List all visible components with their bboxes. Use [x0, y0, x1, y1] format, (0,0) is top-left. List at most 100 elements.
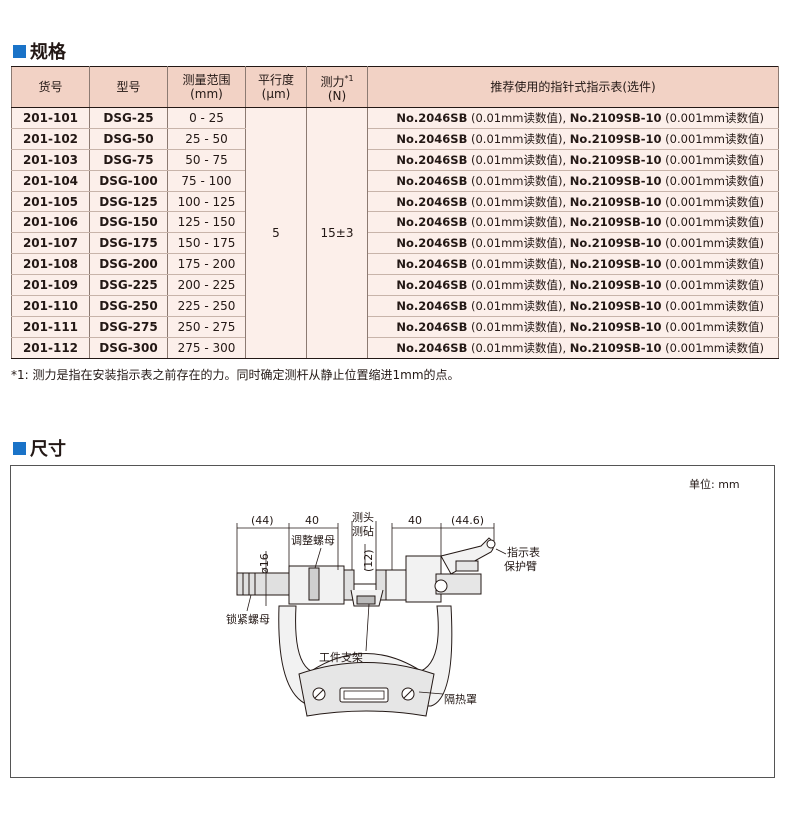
cell-range: 200 - 225 — [167, 274, 246, 297]
cell-model: DSG-50 — [89, 128, 168, 150]
header-parallel-unit: (μm) — [261, 87, 291, 101]
cell-model: DSG-150 — [89, 211, 168, 234]
cell-model: DSG-225 — [89, 274, 168, 297]
header-range-unit: (mm) — [190, 87, 223, 101]
cell-code: 201-107 — [11, 232, 90, 255]
recommended-text-part: No.2109SB-10 — [569, 194, 662, 209]
recommended-text-part: (0.01mm读数值), — [467, 257, 570, 272]
recommended-text-part: (0.001mm读数值) — [661, 319, 764, 334]
cell-code: 201-106 — [11, 211, 90, 234]
cell-recommended: No.2046SB (0.01mm读数值), No.2109SB-10 (0.0… — [367, 107, 779, 129]
header-force-sup: *1 — [344, 73, 354, 83]
header-force-label: 测力 — [320, 74, 345, 89]
dimension-drawing: 单位: mm — [10, 465, 775, 778]
cell-recommended: No.2046SB (0.01mm读数值), No.2109SB-10 (0.0… — [367, 253, 779, 276]
cell-range: 175 - 200 — [167, 253, 246, 276]
cell-code: 201-105 — [11, 191, 90, 213]
footnote: *1: 测力是指在安装指示表之前存在的力。同时确定测杆从静止位置缩进1mm的点。 — [11, 368, 460, 382]
dim-44-label: (44) — [251, 514, 274, 527]
work-stand-label: 工件支架 — [319, 651, 363, 664]
recommended-text-part: No.2046SB — [396, 257, 468, 272]
indicator-arm-label-line1: 指示表 — [507, 545, 540, 559]
recommended-text-part: No.2109SB-10 — [569, 173, 662, 188]
cell-model: DSG-300 — [89, 337, 168, 359]
cell-range: 0 - 25 — [167, 107, 246, 129]
header-range-label: 测量范围 — [182, 73, 231, 87]
cell-range: 225 - 250 — [167, 295, 246, 317]
dim-12-label: (12) — [362, 549, 375, 572]
indicator-arm-label-line2: 保护臂 — [504, 559, 537, 573]
cell-code: 201-108 — [11, 253, 90, 276]
recommended-text-part: No.2046SB — [396, 131, 468, 146]
anvil-label-line2: 测砧 — [352, 524, 374, 538]
header-model: 型号 — [89, 66, 168, 108]
recommended-text-part: No.2046SB — [396, 278, 468, 293]
header-parallel-label: 平行度 — [257, 73, 294, 87]
section-square-icon — [13, 44, 26, 58]
cell-recommended: No.2046SB (0.01mm读数值), No.2109SB-10 (0.0… — [367, 191, 779, 213]
recommended-text-part: (0.001mm读数值) — [661, 298, 764, 313]
cell-recommended: No.2046SB (0.01mm读数值), No.2109SB-10 (0.0… — [367, 128, 779, 150]
unit-label: 单位: mm — [689, 477, 740, 491]
recommended-text-part: (0.01mm读数值), — [467, 173, 570, 188]
cell-range: 150 - 175 — [167, 232, 246, 255]
cell-range: 25 - 50 — [167, 128, 246, 150]
recommended-text-part: No.2109SB-10 — [569, 110, 662, 125]
recommended-text-part: (0.001mm读数值) — [661, 110, 764, 125]
recommended-text-part: (0.01mm读数值), — [467, 131, 570, 146]
adjust-nut-label: 调整螺母 — [291, 533, 335, 547]
cell-code: 201-102 — [11, 128, 90, 150]
header-recommended: 推荐使用的指针式指示表(选件) — [367, 66, 779, 108]
lock-nut-label: 锁紧螺母 — [226, 612, 270, 626]
recommended-text-part: No.2109SB-10 — [569, 298, 662, 313]
cell-recommended: No.2046SB (0.01mm读数值), No.2109SB-10 (0.0… — [367, 316, 779, 338]
cell-code: 201-110 — [11, 295, 90, 317]
recommended-text-part: (0.001mm读数值) — [661, 278, 764, 293]
dim-446-label: (44.6) — [451, 514, 484, 527]
recommended-text-part: (0.01mm读数值), — [467, 278, 570, 293]
cell-recommended: No.2046SB (0.01mm读数值), No.2109SB-10 (0.0… — [367, 211, 779, 234]
dim-40-left-label: 40 — [305, 514, 319, 527]
recommended-text-part: No.2046SB — [396, 215, 468, 230]
dim-40-right-label: 40 — [408, 514, 422, 527]
recommended-text-part: (0.01mm读数值), — [467, 215, 570, 230]
recommended-text-part: (0.01mm读数值), — [467, 194, 570, 209]
recommended-text-part: No.2046SB — [396, 152, 468, 167]
cell-range: 250 - 275 — [167, 316, 246, 338]
recommended-text-part: (0.001mm读数值) — [661, 215, 764, 230]
header-code: 货号 — [11, 66, 90, 108]
recommended-text-part: (0.01mm读数值), — [467, 236, 570, 251]
spec-title-text: 规格 — [30, 42, 66, 63]
recommended-text-part: (0.01mm读数值), — [467, 340, 570, 355]
cell-recommended: No.2046SB (0.01mm读数值), No.2109SB-10 (0.0… — [367, 295, 779, 317]
recommended-text-part: No.2109SB-10 — [569, 278, 662, 293]
section-square-icon — [13, 441, 26, 455]
cell-code: 201-112 — [11, 337, 90, 359]
recommended-text-part: No.2046SB — [396, 340, 468, 355]
cell-model: DSG-125 — [89, 191, 168, 213]
dim-phi16-label: ø16 — [258, 553, 271, 574]
cell-model: DSG-175 — [89, 232, 168, 255]
gauge-drawing-svg: 单位: mm — [226, 477, 740, 717]
cell-model: DSG-100 — [89, 170, 168, 192]
recommended-text-part: No.2109SB-10 — [569, 152, 662, 167]
cell-recommended: No.2046SB (0.01mm读数值), No.2109SB-10 (0.0… — [367, 232, 779, 255]
cell-code: 201-103 — [11, 149, 90, 171]
header-force: 测力*1 (N) — [306, 66, 368, 108]
dimension-section-title: 尺寸 — [13, 435, 66, 461]
cell-model: DSG-200 — [89, 253, 168, 276]
dimension-title-text: 尺寸 — [30, 439, 66, 460]
recommended-text-part: No.2109SB-10 — [569, 131, 662, 146]
cell-code: 201-111 — [11, 316, 90, 338]
dimension-lines — [236, 521, 507, 695]
cell-model: DSG-25 — [89, 107, 168, 129]
cell-recommended: No.2046SB (0.01mm读数值), No.2109SB-10 (0.0… — [367, 337, 779, 359]
recommended-text-part: (0.001mm读数值) — [661, 131, 764, 146]
recommended-text-part: (0.01mm读数值), — [467, 152, 570, 167]
